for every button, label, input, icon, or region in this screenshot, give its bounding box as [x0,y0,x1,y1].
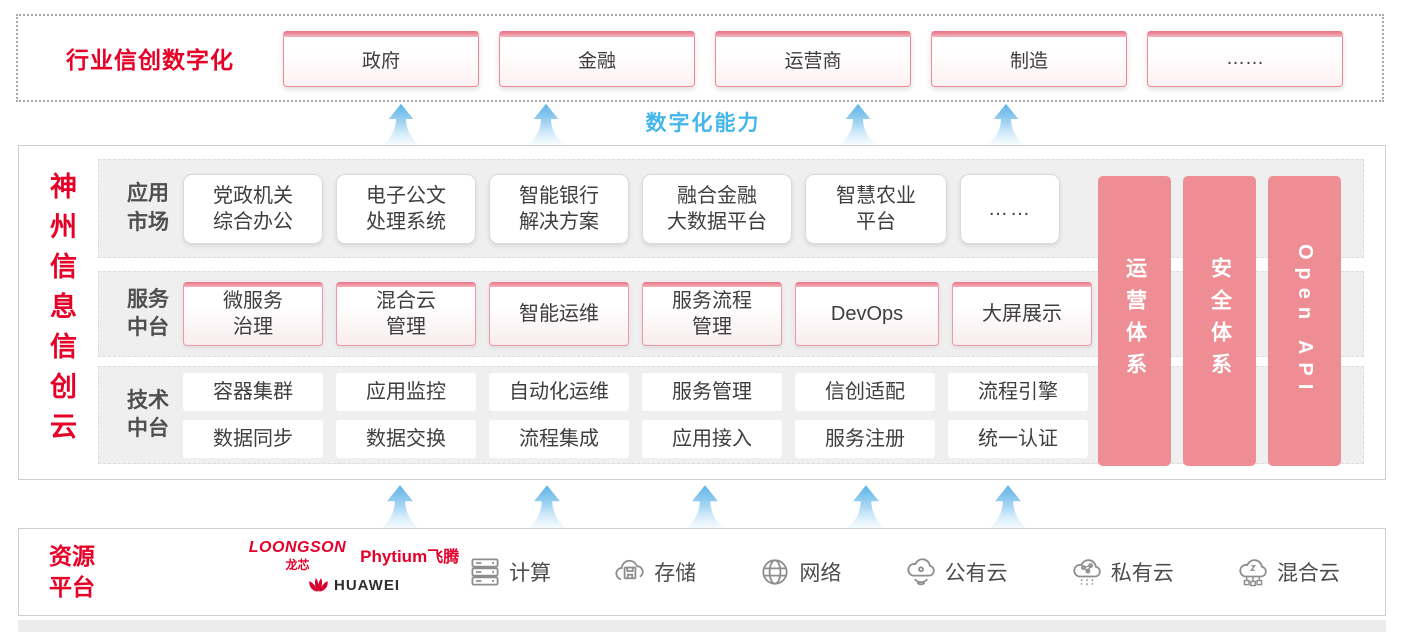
resource-label: 网络 [799,562,842,585]
cloud-platform-panel: 神州信息信创云 应用 市场 党政机关 综合办公电子公文 处理系统智能银行 解决方… [18,145,1386,480]
public-cloud-icon [906,558,935,586]
service-box: 大屏展示 [952,282,1092,346]
tech-stack: 容器集群应用监控自动化运维服务管理信创适配流程引擎 数据同步数据交换流程集成应用… [183,372,1088,458]
loongson-wordmark: LOONGSON [248,539,347,556]
tech-box: 容器集群 [183,372,323,411]
tech-box: 数据同步 [183,419,323,458]
app-box: 党政机关 综合办公 [183,173,323,244]
service-box: DevOps [795,282,939,346]
tech-box: 服务注册 [795,419,935,458]
resource-item-public-cloud: 公有云 [903,554,1008,590]
system-pillar: Open API [1268,176,1341,466]
up-arrow-icon [383,103,419,145]
tech-box: 统一认证 [948,419,1088,458]
industry-box: 运营商 [715,31,911,87]
up-arrow-icon [528,103,564,145]
tech-middle-label: 技术 中台 [127,388,169,440]
resource-label: 私有云 [1110,562,1174,585]
resource-item-private-cloud: 私有云 [1069,554,1174,590]
tech-box-list-2: 数据同步数据交换流程集成应用接入服务注册统一认证 [183,419,1088,458]
industry-box: …… [1147,31,1343,87]
service-middle-label: 服务 中台 [127,287,169,339]
resource-label: 公有云 [944,562,1008,585]
huawei-logo: HUAWEI [308,577,400,594]
huawei-wordmark: HUAWEI [334,577,400,594]
service-box: 服务流程 管理 [642,282,782,346]
loongson-cn-label: 龙芯 [285,558,310,572]
huawei-flower-icon [309,578,328,592]
phytium-wordmark: Phytium [360,547,428,566]
up-arrow-icon [840,103,876,145]
service-box: 混合云 管理 [336,282,476,346]
industry-section: 行业信创数字化 政府金融运营商制造 …… [16,14,1384,102]
resource-label: 计算 [509,562,551,585]
app-box: 智能银行 解决方案 [489,173,629,244]
tech-box-list-1: 容器集群应用监控自动化运维服务管理信创适配流程引擎 [183,372,1088,411]
system-pillar: 安全体系 [1183,176,1256,466]
network-icon [762,559,788,585]
tech-box: 信创适配 [795,372,935,411]
tech-box: 服务管理 [642,372,782,411]
resource-panel: 资源 平台 LOONGSON 龙芯 Phytium 飞腾 [18,528,1386,616]
app-box: 融合金融 大数据平台 [642,173,792,244]
system-pillar: 运营体系 [1098,176,1171,466]
resource-item-storage: 存储 [612,554,696,590]
resource-item-hybrid-cloud: 混合云 [1235,554,1340,590]
app-box: 智慧农业 平台 [805,173,947,244]
tech-box: 应用监控 [336,372,476,411]
service-box: 微服务 治理 [183,282,323,346]
industry-title: 行业信创数字化 [66,47,234,73]
industry-box: 制造 [931,31,1127,87]
resource-item-compute: 计算 [467,554,551,590]
up-arrow-icon [847,485,885,529]
tech-box: 自动化运维 [489,372,629,411]
tech-box: 流程引擎 [948,372,1088,411]
server-icon [471,558,499,586]
hybrid-cloud-icon [1239,559,1267,587]
loongson-logo: LOONGSON 龙芯 [249,539,346,573]
tech-middle-row: 技术 中台 容器集群应用监控自动化运维服务管理信创适配流程引擎 数据同步数据交换… [98,366,1364,464]
app-box: 电子公文 处理系统 [336,173,476,244]
phytium-cn-label: 飞腾 [427,549,460,566]
cloud-platform-title: 神州信息信创云 [46,172,76,452]
tech-box: 流程集成 [489,419,629,458]
industry-box: 金融 [499,31,695,87]
industry-box: 政府 [283,31,479,87]
tech-box: 应用接入 [642,419,782,458]
resource-label: 混合云 [1276,562,1340,585]
up-arrow-icon [686,485,724,529]
up-arrow-icon [528,485,566,529]
phytium-logo: Phytium 飞腾 [360,543,459,567]
resource-label: 存储 [654,562,697,585]
resource-item-network: 网络 [757,554,841,590]
app-market-label: 应用 市场 [127,182,169,234]
resource-title: 资源 平台 [49,542,95,600]
bottom-divider [18,620,1386,632]
up-arrow-icon [989,485,1027,529]
app-box: …… [960,173,1060,244]
up-arrow-icon [381,485,419,529]
app-box-list: 党政机关 综合办公电子公文 处理系统智能银行 解决方案融合金融 大数据平台智慧农… [183,173,1060,244]
capability-label: 数字化能力 [645,112,761,135]
resource-item-list: 计算 存储 网络 [467,529,1340,615]
up-arrow-icon [988,103,1024,145]
tech-box: 数据交换 [336,419,476,458]
service-box: 智能运维 [489,282,629,346]
private-cloud-icon [1073,559,1101,586]
storage-icon [615,559,644,581]
vendor-logos: LOONGSON 龙芯 Phytium 飞腾 HUAWEI [209,539,499,594]
industry-box-list: 政府金融运营商制造 …… [283,31,1343,87]
